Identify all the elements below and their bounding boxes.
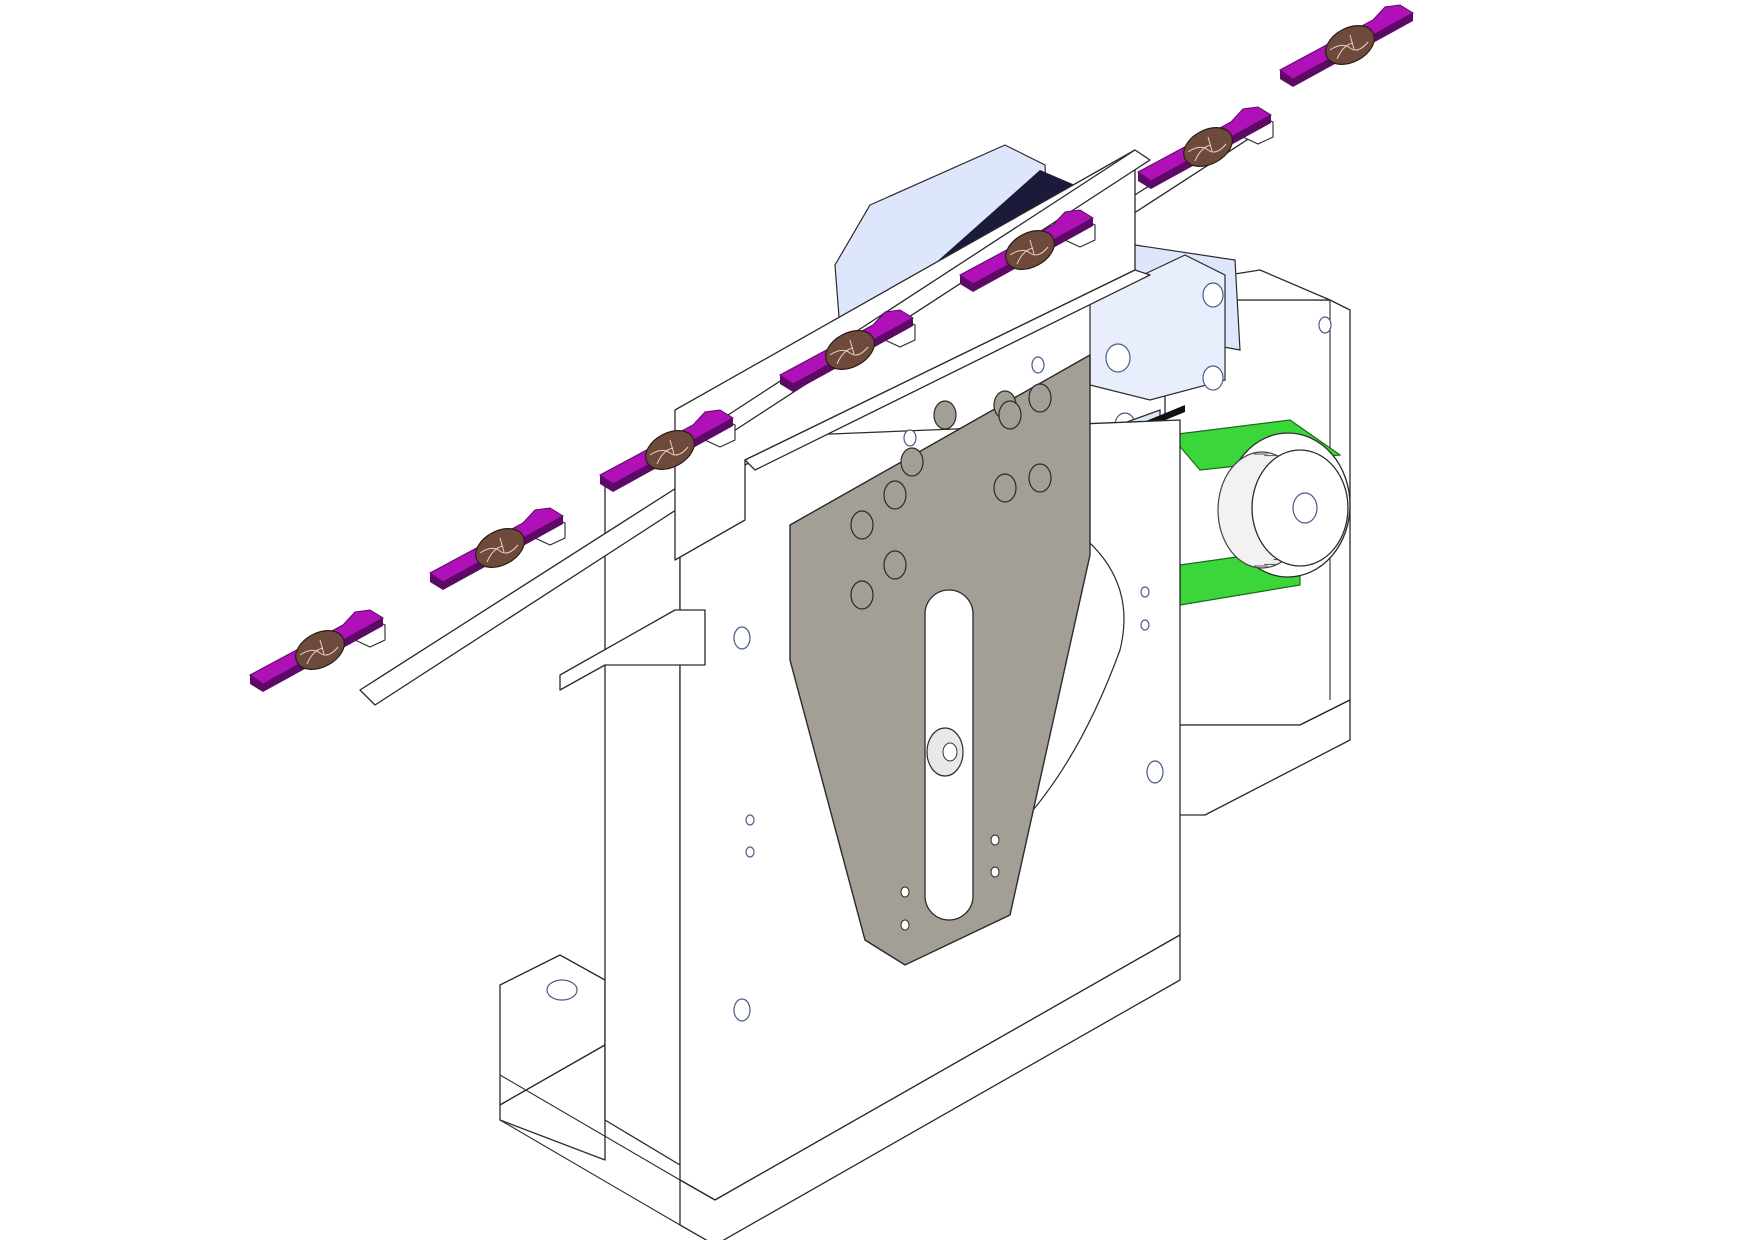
plate-hole [993,473,1017,503]
sim-chip-icon [645,430,695,470]
sim-chip-icon [295,630,345,670]
plate-hole [933,400,957,430]
sim-card [1137,106,1274,189]
plate-hole [1028,463,1052,493]
plate-hole [850,580,874,610]
drive-pulley [1217,432,1351,578]
plate-hole [998,400,1022,430]
sim-card [429,507,566,590]
sim-card-row [249,4,1414,692]
sim-chip-icon [1005,230,1055,270]
sim-card [249,609,386,692]
plate-hole [850,510,874,540]
plate-hole [883,550,907,580]
plate-hole [900,447,924,477]
swing-arm-plate [789,353,1091,966]
sim-card [959,209,1096,292]
plate-hole [990,866,1000,878]
plate-hole [900,886,910,898]
sim-card [779,309,916,392]
sim-chip-icon [825,330,875,370]
ejected-sim-card [1279,4,1414,87]
sim-card [599,409,736,492]
plate-hole [900,919,910,931]
sim-chip-icon [1325,25,1375,65]
sim-chip-icon [1183,127,1233,167]
frame-hole [1318,316,1332,334]
sim-chip-icon [475,528,525,568]
plate-hole [1028,383,1052,413]
plate-hole [883,480,907,510]
plate-hole [990,834,1000,846]
